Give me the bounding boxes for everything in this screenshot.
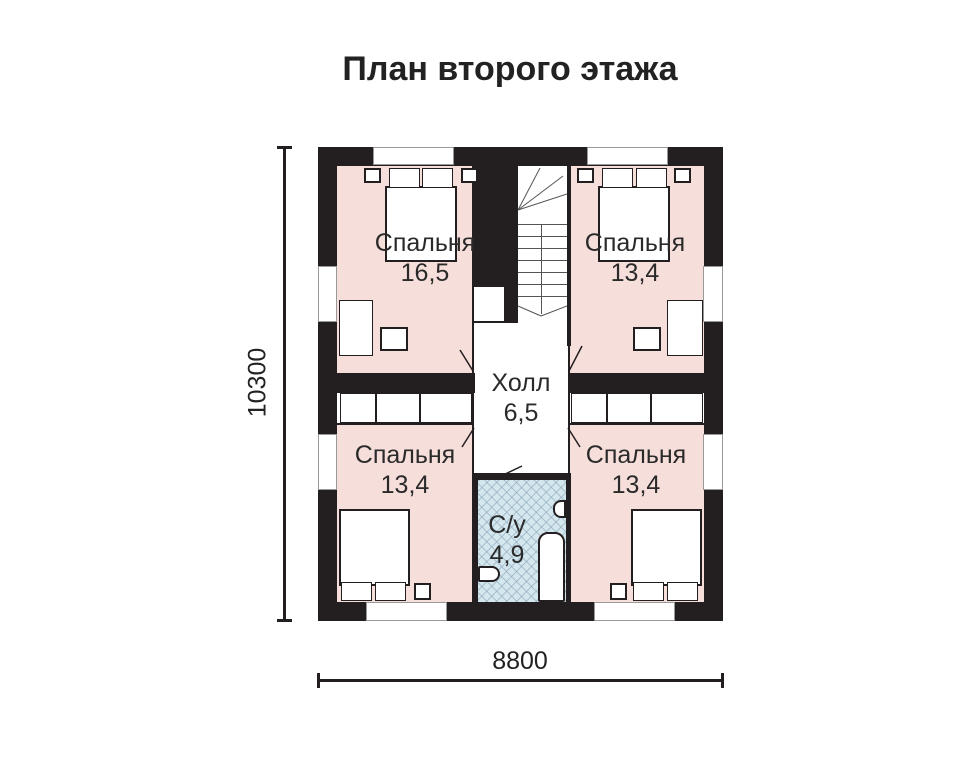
bed xyxy=(598,186,670,262)
dimension-tick xyxy=(317,673,320,688)
pillow xyxy=(636,168,667,188)
window xyxy=(373,147,454,165)
pillow xyxy=(422,168,453,188)
height-dimension-line xyxy=(283,147,286,621)
room-area: 13,4 xyxy=(380,471,430,499)
armchair xyxy=(472,285,506,323)
room-name: Спальня xyxy=(584,229,686,257)
bed xyxy=(631,509,702,586)
nightstand xyxy=(364,168,381,183)
window xyxy=(594,602,675,621)
wall-bath-right xyxy=(566,473,571,603)
wardrobe-section xyxy=(376,393,420,423)
room-label-bedroom-2: Спальня 13,4 xyxy=(555,228,715,288)
width-dimension-line xyxy=(318,679,723,682)
height-dimension-label: 10300 xyxy=(243,347,272,418)
bed xyxy=(339,509,410,586)
window xyxy=(318,434,337,490)
bathtub xyxy=(538,532,565,602)
washbasin xyxy=(553,500,566,518)
pillow xyxy=(375,582,406,601)
pillow xyxy=(602,168,633,188)
window xyxy=(318,266,337,322)
room-area: 6,5 xyxy=(503,399,539,427)
room-label-bedroom-1: Спальня 16,5 xyxy=(340,228,510,288)
room-area: 13,4 xyxy=(611,471,661,499)
wall-stair-right xyxy=(567,166,571,346)
nightstand xyxy=(610,583,627,600)
wardrobe-section xyxy=(420,393,472,423)
window xyxy=(703,266,723,322)
dimension-tick xyxy=(277,146,292,149)
room-label-hall: Холл 6,5 xyxy=(474,368,568,428)
wardrobe-section xyxy=(651,393,703,423)
pillow xyxy=(633,582,664,601)
nightstand xyxy=(461,168,478,183)
room-name: Холл xyxy=(491,369,551,397)
wardrobe-section xyxy=(607,393,651,423)
bed xyxy=(385,186,457,262)
page-title: План второго этажа xyxy=(342,50,678,88)
room-area: 4,9 xyxy=(489,541,525,569)
window xyxy=(703,434,723,490)
wardrobe-section xyxy=(571,393,607,423)
nightstand xyxy=(674,168,691,183)
staircase xyxy=(515,166,567,323)
pillow xyxy=(341,582,372,601)
room-label-bedroom-4: Спальня 13,4 xyxy=(556,440,716,500)
room-name: Спальня xyxy=(354,441,456,469)
wall-right-mid xyxy=(568,373,704,393)
wall-bath-left xyxy=(472,473,478,603)
window xyxy=(587,147,668,165)
room-name: С/у xyxy=(488,511,526,539)
chair xyxy=(633,327,661,351)
hall-area xyxy=(474,323,568,473)
wall-left-mid xyxy=(337,373,475,393)
desk xyxy=(339,300,373,356)
wardrobe-section xyxy=(340,393,376,423)
room-name: Спальня xyxy=(374,229,476,257)
desk xyxy=(667,300,703,356)
room-area: 13,4 xyxy=(610,259,660,287)
room-label-bathroom: С/у 4,9 xyxy=(472,510,542,570)
nightstand xyxy=(577,168,594,183)
window xyxy=(366,602,447,621)
nightstand xyxy=(414,583,431,600)
room-area: 16,5 xyxy=(400,259,450,287)
toilet xyxy=(478,566,500,582)
pillow xyxy=(389,168,420,188)
dimension-tick xyxy=(277,619,292,622)
wall-bath-top xyxy=(474,473,570,479)
width-dimension-label: 8800 xyxy=(492,647,548,675)
pillow xyxy=(667,582,698,601)
room-name: Спальня xyxy=(585,441,687,469)
chair xyxy=(380,327,408,351)
room-label-bedroom-3: Спальня 13,4 xyxy=(325,440,485,500)
dimension-tick xyxy=(721,673,724,688)
